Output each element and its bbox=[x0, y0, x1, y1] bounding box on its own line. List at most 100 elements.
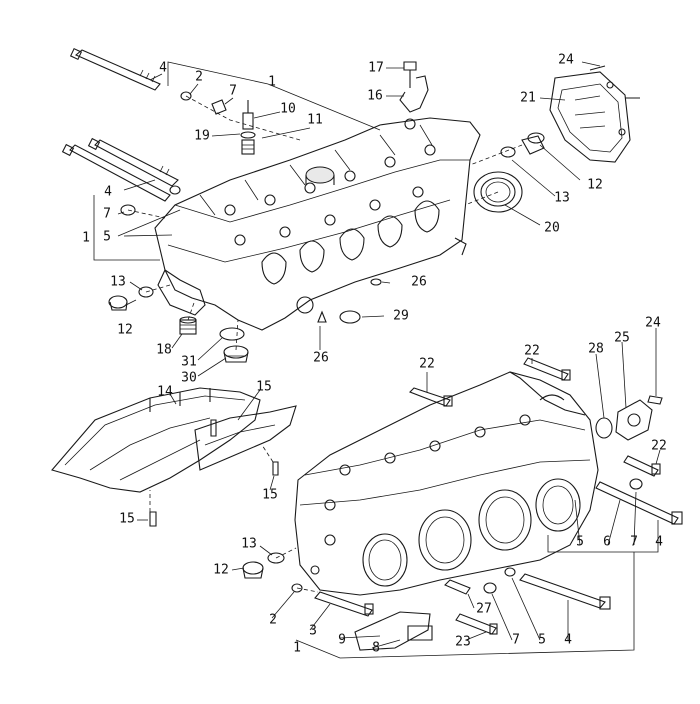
stud-22 bbox=[623, 455, 659, 477]
callout-7: 7 bbox=[229, 83, 237, 99]
gasket-28 bbox=[595, 417, 613, 439]
plug bbox=[108, 295, 128, 311]
through-bolt bbox=[519, 573, 606, 609]
plug bbox=[211, 99, 227, 115]
callout-13: 13 bbox=[110, 274, 126, 290]
callout-10: 10 bbox=[280, 101, 296, 117]
callout-16: 16 bbox=[367, 88, 383, 104]
cover-25-port bbox=[627, 413, 641, 427]
pin bbox=[317, 310, 327, 323]
callout-4: 4 bbox=[159, 60, 167, 76]
baffle-bracket bbox=[194, 405, 297, 471]
bracket-assembly bbox=[399, 61, 429, 130]
callout-12: 12 bbox=[587, 177, 603, 193]
oil-seal bbox=[473, 171, 523, 213]
washer bbox=[291, 583, 303, 593]
bolt-3-head bbox=[364, 603, 374, 615]
upper-crankcase-half bbox=[154, 117, 481, 331]
callout-1: 1 bbox=[293, 640, 301, 656]
callout-15: 15 bbox=[119, 511, 135, 527]
callout-15: 15 bbox=[256, 379, 272, 395]
callout-5: 5 bbox=[103, 229, 111, 245]
plug-head bbox=[527, 132, 545, 144]
callout-12: 12 bbox=[213, 562, 229, 578]
bracket-9 bbox=[354, 611, 431, 651]
bolt bbox=[210, 419, 217, 437]
callout-22: 22 bbox=[419, 356, 435, 372]
through-bolt-middle bbox=[87, 137, 179, 187]
stud-22-head bbox=[561, 369, 571, 381]
bolt bbox=[149, 511, 157, 527]
callout-24: 24 bbox=[645, 315, 661, 331]
callout-12: 12 bbox=[117, 322, 133, 338]
leader-lines bbox=[93, 61, 661, 659]
plug bbox=[120, 204, 136, 216]
through-bolt bbox=[595, 481, 679, 525]
callout-23: 23 bbox=[455, 634, 471, 650]
stud-22-head bbox=[443, 395, 453, 407]
callout-7: 7 bbox=[512, 632, 520, 648]
callout-11: 11 bbox=[307, 112, 323, 128]
callout-4: 4 bbox=[564, 632, 572, 648]
bolt-23 bbox=[455, 613, 497, 635]
callout-5: 5 bbox=[576, 534, 584, 550]
callout-18: 18 bbox=[156, 342, 172, 358]
callout-29: 29 bbox=[393, 308, 409, 324]
washer bbox=[504, 567, 516, 577]
callout-24: 24 bbox=[558, 52, 574, 68]
plug bbox=[629, 478, 643, 490]
callout-21: 21 bbox=[520, 90, 536, 106]
callout-9: 9 bbox=[338, 632, 346, 648]
callout-28: 28 bbox=[588, 341, 604, 357]
callout-2: 2 bbox=[269, 612, 277, 628]
rear-cover-plate bbox=[549, 65, 640, 163]
cover-25 bbox=[615, 399, 653, 441]
through-bolt-head bbox=[599, 596, 611, 610]
callout-22: 22 bbox=[524, 343, 540, 359]
pin bbox=[370, 278, 382, 286]
gasket bbox=[500, 146, 516, 158]
callout-31: 31 bbox=[181, 354, 197, 370]
through-bolt-upper bbox=[69, 47, 161, 91]
callout-6: 6 bbox=[603, 534, 611, 550]
bolt-27 bbox=[444, 579, 471, 595]
baffle-plate bbox=[51, 387, 261, 493]
washer bbox=[169, 185, 181, 195]
callout-1: 1 bbox=[82, 230, 90, 246]
callout-5: 5 bbox=[538, 632, 546, 648]
callout-27: 27 bbox=[476, 601, 492, 617]
gasket bbox=[267, 552, 285, 564]
washer bbox=[180, 91, 192, 101]
plug bbox=[521, 135, 545, 155]
bracket-9-boss bbox=[407, 625, 433, 641]
bolt bbox=[272, 461, 279, 476]
plug bbox=[242, 561, 264, 579]
callout-1: 1 bbox=[268, 74, 276, 90]
cap-29 bbox=[339, 310, 361, 324]
callout-7: 7 bbox=[630, 534, 638, 550]
callout-26: 26 bbox=[411, 274, 427, 290]
callout-17: 17 bbox=[368, 60, 384, 76]
stud-22 bbox=[409, 387, 451, 407]
callout-4: 4 bbox=[655, 534, 663, 550]
callout-3: 3 bbox=[309, 623, 317, 639]
bolt-24 bbox=[647, 395, 663, 405]
callout-4: 4 bbox=[104, 184, 112, 200]
callout-13: 13 bbox=[241, 536, 257, 552]
callout-20: 20 bbox=[544, 220, 560, 236]
callout-14: 14 bbox=[157, 384, 173, 400]
callout-8: 8 bbox=[372, 640, 380, 656]
callout-26: 26 bbox=[313, 350, 329, 366]
callout-19: 19 bbox=[194, 128, 210, 144]
callout-13: 13 bbox=[554, 190, 570, 206]
callout-2: 2 bbox=[195, 69, 203, 85]
stud-22 bbox=[523, 357, 569, 381]
through-bolt-head bbox=[671, 511, 683, 525]
callout-22: 22 bbox=[651, 438, 667, 454]
callout-25: 25 bbox=[614, 330, 630, 346]
bolt-3 bbox=[314, 591, 373, 617]
callout-7: 7 bbox=[103, 206, 111, 222]
gasket bbox=[138, 286, 154, 298]
